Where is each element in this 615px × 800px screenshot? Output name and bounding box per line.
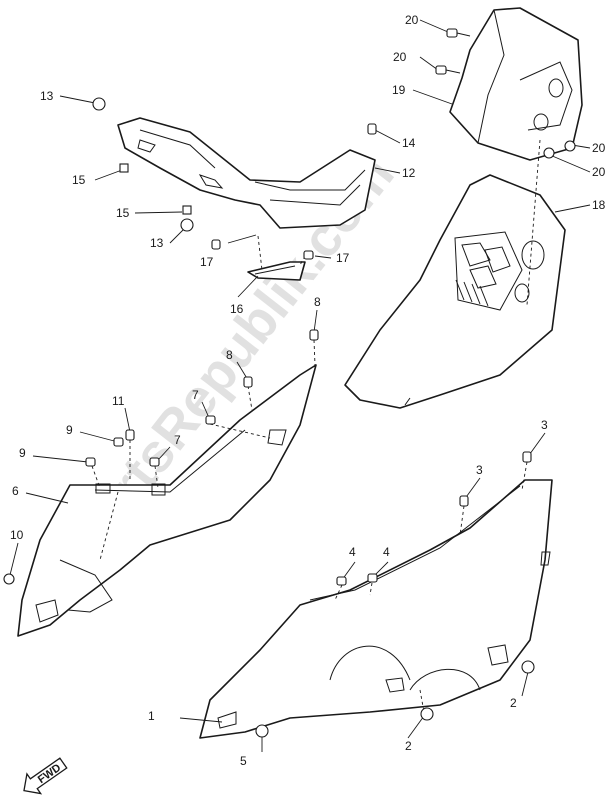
callout-13: 13: [40, 89, 54, 103]
callout-7: 7: [192, 388, 199, 402]
callout-9: 9: [19, 446, 26, 460]
callout-12: 12: [402, 166, 416, 180]
callout-18: 18: [592, 198, 606, 212]
bolt-13-b: [180, 218, 194, 232]
callout-17: 17: [200, 255, 214, 269]
callout-20: 20: [592, 165, 606, 179]
callout-15: 15: [72, 173, 86, 187]
screw-17-a: [211, 239, 221, 250]
callout-4: 4: [383, 545, 390, 559]
part-18-side-duct-cover[interactable]: [344, 174, 566, 409]
screw-4-b: [367, 573, 378, 583]
screw-17-b: [303, 250, 314, 260]
callout-6: 6: [12, 484, 19, 498]
screw-2-a: [420, 707, 434, 721]
callout-5: 5: [240, 754, 247, 768]
callout-10: 10: [10, 528, 24, 542]
screw-20-b: [435, 65, 461, 75]
callout-8: 8: [226, 348, 233, 362]
screw-8-a: [309, 329, 319, 341]
callout-8: 8: [314, 295, 321, 309]
screw-11: [125, 429, 135, 441]
callout-20: 20: [393, 50, 407, 64]
screw-7-b: [149, 457, 160, 467]
callout-11: 11: [112, 394, 125, 408]
callout-19: 19: [392, 83, 406, 97]
callout-17: 17: [336, 251, 350, 265]
screw-20-a: [446, 28, 471, 38]
part-1-lower-side-cover[interactable]: [199, 479, 553, 739]
part-19-upper-cover[interactable]: [449, 7, 583, 161]
screw-10: [3, 573, 15, 585]
callout-labels: 20 20 19 20 20 18 13 14 12 15 15 13 17 1…: [10, 13, 606, 768]
screw-4-a: [336, 576, 347, 586]
callout-3: 3: [541, 418, 548, 432]
screw-9-a: [113, 437, 124, 447]
callout-7: 7: [174, 433, 181, 447]
part-16-bracket[interactable]: [247, 261, 306, 281]
nut-15-b: [182, 205, 192, 215]
callout-20: 20: [405, 13, 419, 27]
fasteners[interactable]: [3, 28, 576, 738]
callout-4: 4: [349, 545, 356, 559]
callout-13: 13: [150, 236, 164, 250]
fwd-arrow-icon: [23, 757, 68, 795]
screw-8-b: [243, 376, 253, 388]
callout-3: 3: [476, 463, 483, 477]
callout-15: 15: [116, 206, 130, 220]
callout-2: 2: [405, 739, 412, 753]
screw-9-b: [85, 457, 96, 467]
screw-3-b: [459, 495, 469, 507]
callout-1: 1: [148, 709, 155, 723]
screw-7-a: [205, 415, 216, 425]
callout-20: 20: [592, 141, 606, 155]
screw-2-b: [521, 660, 535, 674]
screw-20-c: [564, 140, 576, 152]
screw-5: [255, 724, 269, 738]
nut-15-a: [119, 163, 129, 173]
leader-lines: [9, 19, 591, 752]
bolt-13-a: [92, 97, 106, 111]
fwd-arrow: FWD: [23, 757, 68, 795]
screw-20-d: [543, 147, 555, 159]
callout-9: 9: [66, 423, 73, 437]
callout-14: 14: [402, 136, 416, 150]
callout-2: 2: [510, 696, 517, 710]
screw-14: [367, 123, 377, 135]
part-6-side-cover[interactable]: [17, 364, 317, 637]
callout-16: 16: [230, 302, 244, 316]
screw-3-a: [522, 451, 532, 463]
part-12-seat-cowl[interactable]: [117, 117, 376, 229]
alignment-dashes: [91, 139, 541, 713]
